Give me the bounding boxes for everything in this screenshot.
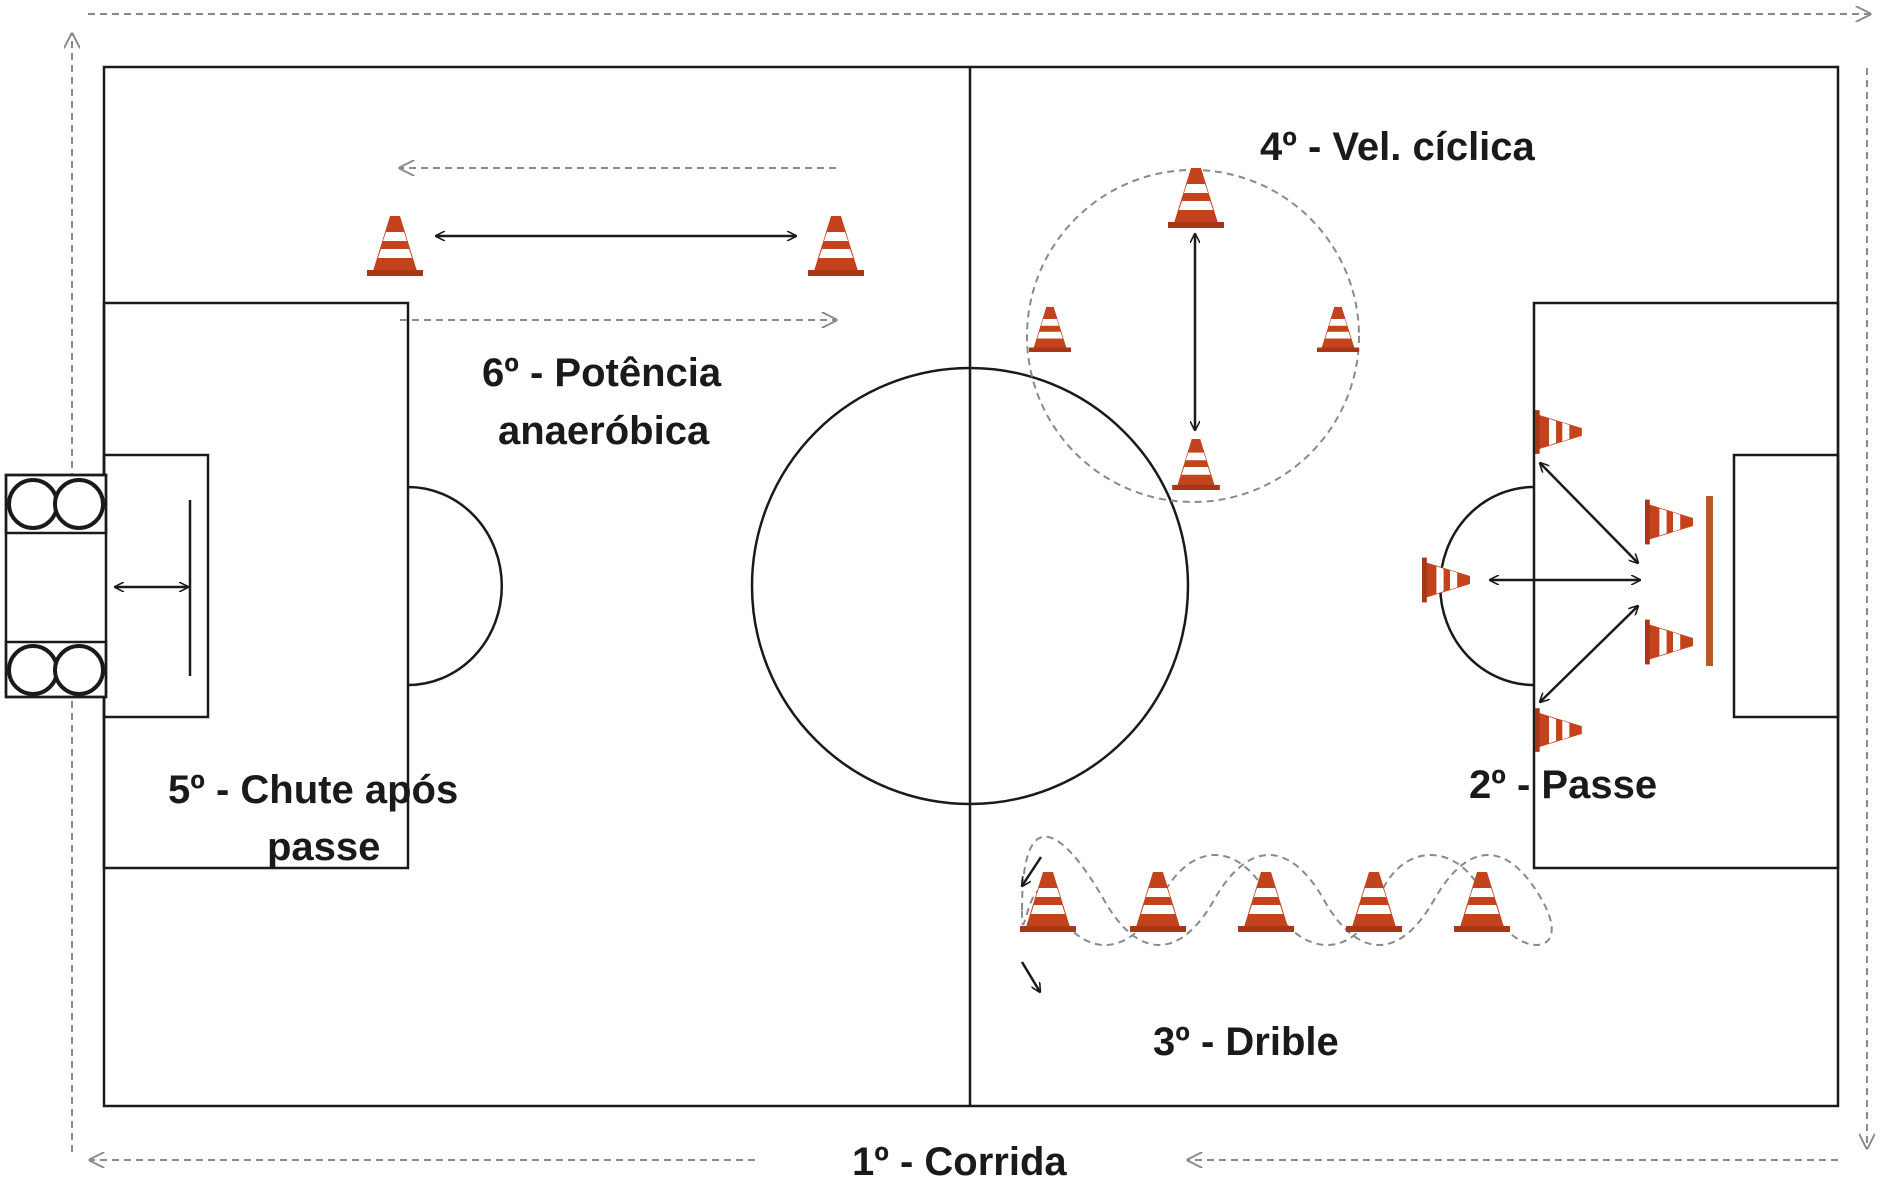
station-drible xyxy=(1020,835,1553,992)
traffic-cone-icon xyxy=(1645,619,1693,665)
station-potencia xyxy=(367,168,864,320)
traffic-cone-icon xyxy=(1645,499,1693,545)
arrow-icon xyxy=(1020,961,1040,992)
traffic-cone-icon xyxy=(1029,307,1071,352)
traffic-cone-icon xyxy=(1454,872,1510,932)
label-chute-line1: 5º - Chute após xyxy=(168,768,458,812)
traffic-cone-icon xyxy=(1535,708,1582,752)
label-chute-line2: passe xyxy=(267,825,380,869)
traffic-cone-icon xyxy=(1238,872,1294,932)
left-penalty-arc xyxy=(407,485,504,687)
label-vel-ciclica: 4º - Vel. cíclica xyxy=(1260,125,1536,169)
station-vel-ciclica xyxy=(1026,168,1360,503)
tire-rings xyxy=(4,473,108,699)
arrow-icon xyxy=(1540,606,1638,702)
traffic-cone-icon xyxy=(1172,439,1220,490)
traffic-cone-icon xyxy=(367,216,423,276)
traffic-cone-icon xyxy=(1535,410,1582,454)
center-circle xyxy=(750,366,1190,806)
traffic-cone-icon xyxy=(1130,872,1186,932)
traffic-cone-icon xyxy=(808,216,864,276)
tire-ring-icon xyxy=(7,644,59,696)
right-goal-area xyxy=(1732,453,1840,719)
traffic-cone-icon xyxy=(1020,872,1076,932)
traffic-cone-icon xyxy=(1168,168,1224,228)
tire-ring-icon xyxy=(7,478,59,530)
label-potencia-line1: 6º - Potência xyxy=(482,351,722,395)
label-drible: 3º - Drible xyxy=(1153,1020,1339,1064)
traffic-cone-icon xyxy=(1317,307,1359,352)
tire-ring-icon xyxy=(53,644,105,696)
label-corrida: 1º - Corrida xyxy=(852,1140,1067,1182)
tire-ring-icon xyxy=(53,478,105,530)
arrow-icon xyxy=(1540,463,1638,563)
station-passe xyxy=(1422,410,1713,752)
traffic-cone-icon xyxy=(1346,872,1402,932)
soccer-field xyxy=(102,65,1840,1108)
label-potencia-line2: anaeróbica xyxy=(498,409,710,453)
target-pole xyxy=(1706,496,1713,666)
label-passe: 2º - Passe xyxy=(1469,763,1657,807)
arrow-icon xyxy=(1022,856,1043,886)
traffic-cone-icon xyxy=(1422,557,1470,603)
